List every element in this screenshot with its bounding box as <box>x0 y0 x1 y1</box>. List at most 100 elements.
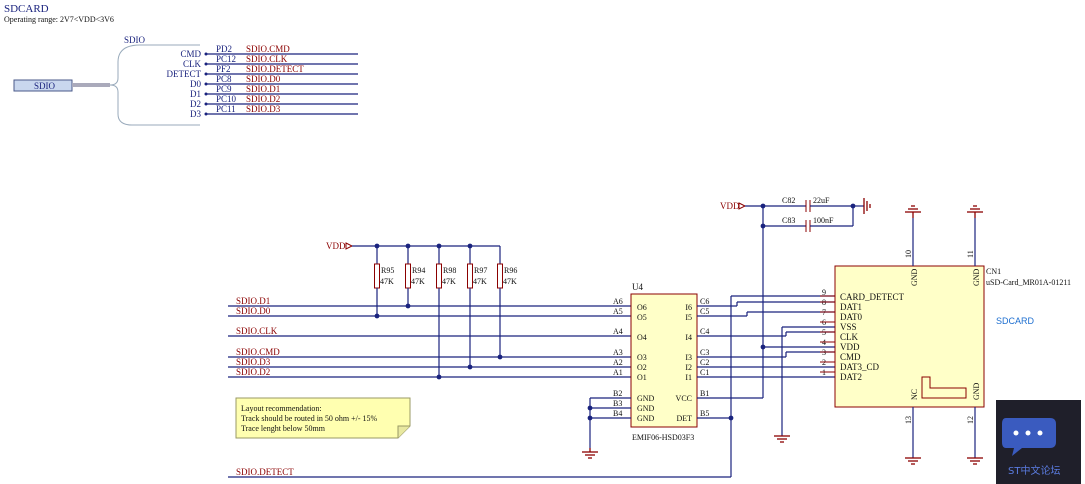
ground-symbol-vss <box>774 435 790 443</box>
svg-text:47K: 47K <box>442 277 456 286</box>
svg-text:R95: R95 <box>381 266 394 275</box>
u4-gnd-net <box>587 397 631 448</box>
svg-text:PD2: PD2 <box>216 44 232 54</box>
svg-text:VCC: VCC <box>676 394 692 403</box>
svg-text:A4: A4 <box>613 327 623 336</box>
svg-text:SDIO.CLK: SDIO.CLK <box>236 326 278 336</box>
svg-text:Trace lenght below 50mm: Trace lenght below 50mm <box>241 424 326 433</box>
svg-text:D1: D1 <box>190 89 201 99</box>
sdio-bus-bracket <box>109 44 200 126</box>
svg-text:D0: D0 <box>190 79 201 89</box>
svg-text:I3: I3 <box>685 353 692 362</box>
svg-text:GND: GND <box>972 268 981 286</box>
svg-text:R94: R94 <box>412 266 425 275</box>
sdio-signal-d2: D2 PC10 SDIO.D2 <box>190 94 358 109</box>
sdio-signal-cmd: CMD PD2 SDIO.CMD <box>180 44 358 59</box>
svg-text:GND: GND <box>637 394 655 403</box>
svg-text:SDIO.D2: SDIO.D2 <box>236 367 270 377</box>
svg-text:PC12: PC12 <box>216 54 236 64</box>
svg-text:CMD: CMD <box>840 352 861 362</box>
svg-text:11: 11 <box>966 250 975 258</box>
svg-text:R97: R97 <box>474 266 487 275</box>
layout-note: Layout recommendation: Track should be r… <box>235 397 411 439</box>
svg-text:C3: C3 <box>700 348 709 357</box>
resistor-r95: R95 47K <box>374 246 394 316</box>
svg-text:R98: R98 <box>443 266 456 275</box>
svg-text:CARD_DETECT: CARD_DETECT <box>840 292 905 302</box>
svg-text:C4: C4 <box>700 327 709 336</box>
svg-text:Layout recommendation:: Layout recommendation: <box>241 404 322 413</box>
svg-text:B2: B2 <box>613 389 622 398</box>
svg-text:C83: C83 <box>782 216 795 225</box>
svg-text:O6: O6 <box>637 303 647 312</box>
svg-text:VDD: VDD <box>326 241 346 251</box>
svg-text:A2: A2 <box>613 358 623 367</box>
svg-text:SDIO.DETECT: SDIO.DETECT <box>236 467 294 477</box>
svg-text:C6: C6 <box>700 297 709 306</box>
svg-text:C2: C2 <box>700 358 709 367</box>
svg-text:A3: A3 <box>613 348 623 357</box>
svg-text:I4: I4 <box>685 333 692 342</box>
net-sdio-clk: SDIO.CLK <box>228 326 631 337</box>
svg-text:100nF: 100nF <box>813 216 834 225</box>
svg-text:DAT2: DAT2 <box>840 372 862 382</box>
cn1-bottom-gnd-12: 12 <box>966 407 983 465</box>
svg-text:A1: A1 <box>613 368 623 377</box>
svg-text:9: 9 <box>822 288 826 297</box>
sdio-signal-clk: CLK PC12 SDIO.CLK <box>183 54 358 69</box>
svg-text:I5: I5 <box>685 313 692 322</box>
ground-symbol-caps <box>863 198 871 214</box>
sdio-port-connector[interactable]: SDIO <box>13 79 73 92</box>
svg-text:CLK: CLK <box>840 332 859 342</box>
svg-text:DETECT: DETECT <box>167 69 202 79</box>
watermark-logo: ST中文论坛 <box>996 400 1081 484</box>
svg-text:SDIO.D0: SDIO.D0 <box>236 306 271 316</box>
svg-text:B1: B1 <box>700 389 709 398</box>
svg-text:EMIF06-HSD03F3: EMIF06-HSD03F3 <box>632 433 694 442</box>
svg-text:SDIO.D3: SDIO.D3 <box>236 357 271 367</box>
svg-text:CMD: CMD <box>180 49 201 59</box>
svg-text:NC: NC <box>910 389 919 400</box>
svg-text:SDIO.DETECT: SDIO.DETECT <box>246 64 304 74</box>
svg-text:DAT0: DAT0 <box>840 312 862 322</box>
cn1-pin-stubs <box>820 295 835 373</box>
svg-text:R96: R96 <box>504 266 517 275</box>
svg-text:Track should be routed in 50 o: Track should be routed in 50 ohm +/- 15% <box>241 414 378 423</box>
cn1-bottom-gnd-13: 13 <box>904 407 921 465</box>
svg-text:C82: C82 <box>782 196 795 205</box>
sdio-signal-detect: DETECT PF2 SDIO.DETECT <box>167 64 358 79</box>
svg-text:GND: GND <box>637 404 655 413</box>
svg-text:10: 10 <box>904 250 913 258</box>
svg-text:47K: 47K <box>503 277 517 286</box>
svg-text:A6: A6 <box>613 297 623 306</box>
sdio-bus-label: SDIO <box>124 35 146 45</box>
svg-text:CLK: CLK <box>183 59 202 69</box>
svg-text:DAT3_CD: DAT3_CD <box>840 362 880 372</box>
svg-text:SDIO.CLK: SDIO.CLK <box>246 54 288 64</box>
svg-text:ST中文论坛: ST中文论坛 <box>1008 464 1060 477</box>
svg-text:I6: I6 <box>685 303 692 312</box>
cn1-usd-card[interactable]: CN1 uSD-Card_MR01A-01211 9 8 7 6 5 4 3 2… <box>822 265 1071 408</box>
svg-text:VDD: VDD <box>840 342 860 352</box>
net-sdio-d0: SDIO.D0 <box>228 306 631 317</box>
svg-text:O3: O3 <box>637 353 647 362</box>
svg-text:PC9: PC9 <box>216 84 232 94</box>
svg-text:I2: I2 <box>685 363 692 372</box>
u4-emif06[interactable]: U4 EMIF06-HSD03F3 A6 A5 A4 A3 A2 A1 B2 B… <box>613 282 709 442</box>
svg-text:C1: C1 <box>700 368 709 377</box>
operating-range: Operating range: 2V7<VDD<3V6 <box>4 15 114 24</box>
svg-text:PC8: PC8 <box>216 74 232 84</box>
svg-text:SDIO.CMD: SDIO.CMD <box>236 347 280 357</box>
svg-text:SDIO.D1: SDIO.D1 <box>246 84 280 94</box>
svg-text:SDIO.D2: SDIO.D2 <box>246 94 280 104</box>
net-sdio-d2: SDIO.D2 <box>228 367 631 378</box>
svg-text:DAT1: DAT1 <box>840 302 862 312</box>
svg-text:I1: I1 <box>685 373 692 382</box>
svg-text:B5: B5 <box>700 409 709 418</box>
svg-text:13: 13 <box>904 416 913 424</box>
net-sdio-d1: SDIO.D1 <box>228 296 631 307</box>
svg-text:DET: DET <box>676 414 692 423</box>
svg-text:B3: B3 <box>613 399 622 408</box>
sheet-title: SDCARD <box>4 3 49 15</box>
